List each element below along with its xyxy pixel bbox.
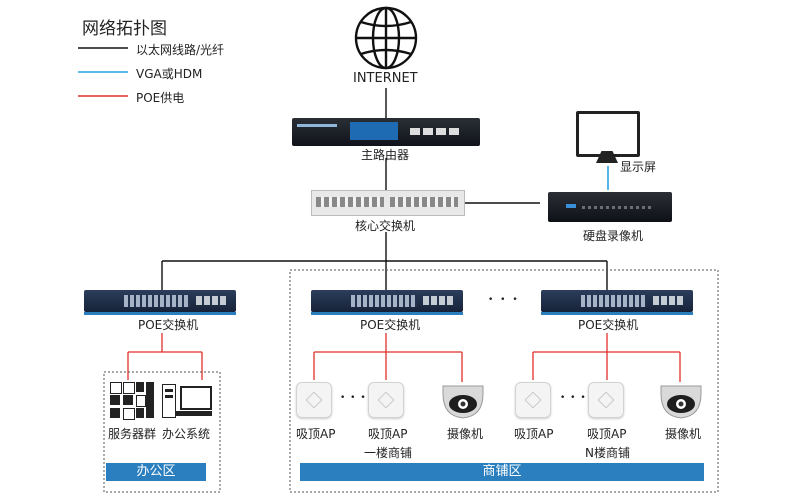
shop-zone-tag: 商铺区 — [300, 463, 704, 481]
dome-camera-icon — [660, 385, 702, 419]
ap-ellipsis-1: • • • — [340, 393, 367, 403]
router-label: 主路由器 — [361, 148, 410, 162]
poe-switch-shop1-label: POE交换机 — [360, 318, 421, 332]
ap4-label: 吸顶AP — [587, 427, 627, 441]
legend-ethernet-label: 以太网线路/光纤 — [136, 43, 225, 57]
internet-label: INTERNET — [353, 71, 418, 86]
ceiling-ap-icon — [588, 382, 624, 418]
router-device — [292, 118, 480, 146]
switch-ellipsis: • • • — [488, 295, 520, 305]
ap2-label: 吸顶AP — [368, 427, 408, 441]
servers-label: 服务器群 — [108, 427, 157, 441]
ap1-label: 吸顶AP — [296, 427, 336, 441]
legend-title: 网络拓扑图 — [82, 19, 167, 39]
office-zone-tag: 办公区 — [106, 463, 206, 481]
legend-vga-label: VGA或HDM — [136, 67, 203, 81]
camera2-label: 摄像机 — [665, 427, 702, 441]
display-label: 显示屏 — [620, 160, 657, 174]
poe-switch-shop1 — [311, 290, 463, 312]
ap-ellipsis-2: • • • — [560, 393, 587, 403]
poe-switch-office-label: POE交换机 — [138, 318, 199, 332]
floorN-label: N楼商铺 — [585, 446, 630, 460]
core-switch-device — [311, 190, 465, 216]
poe-switch-shop2 — [541, 290, 693, 312]
ceiling-ap-icon — [296, 382, 332, 418]
floor1-label: 一楼商铺 — [364, 446, 413, 460]
ap3-label: 吸顶AP — [514, 427, 554, 441]
legend-swatches — [78, 47, 128, 97]
server-rack-icon — [110, 382, 146, 420]
legend-poe-label: POE供电 — [136, 91, 185, 105]
ceiling-ap-icon — [368, 382, 404, 418]
globe-icon — [354, 6, 418, 70]
poe-switch-shop2-label: POE交换机 — [578, 318, 639, 332]
core-switch-label: 核心交换机 — [355, 219, 416, 233]
office-zone-border — [103, 371, 221, 493]
camera1-label: 摄像机 — [447, 427, 484, 441]
shop-zone-border — [289, 269, 719, 493]
office-system-label: 办公系统 — [162, 427, 211, 441]
nvr-label: 硬盘录像机 — [583, 229, 644, 243]
monitor-stand — [596, 151, 618, 163]
dome-camera-icon — [442, 385, 484, 419]
pc-tower-icon — [162, 384, 176, 418]
monitor-icon — [576, 111, 640, 157]
pc-monitor-icon — [180, 386, 212, 410]
nvr-device — [548, 192, 672, 222]
ceiling-ap-icon — [515, 382, 551, 418]
poe-switch-office — [84, 290, 236, 312]
